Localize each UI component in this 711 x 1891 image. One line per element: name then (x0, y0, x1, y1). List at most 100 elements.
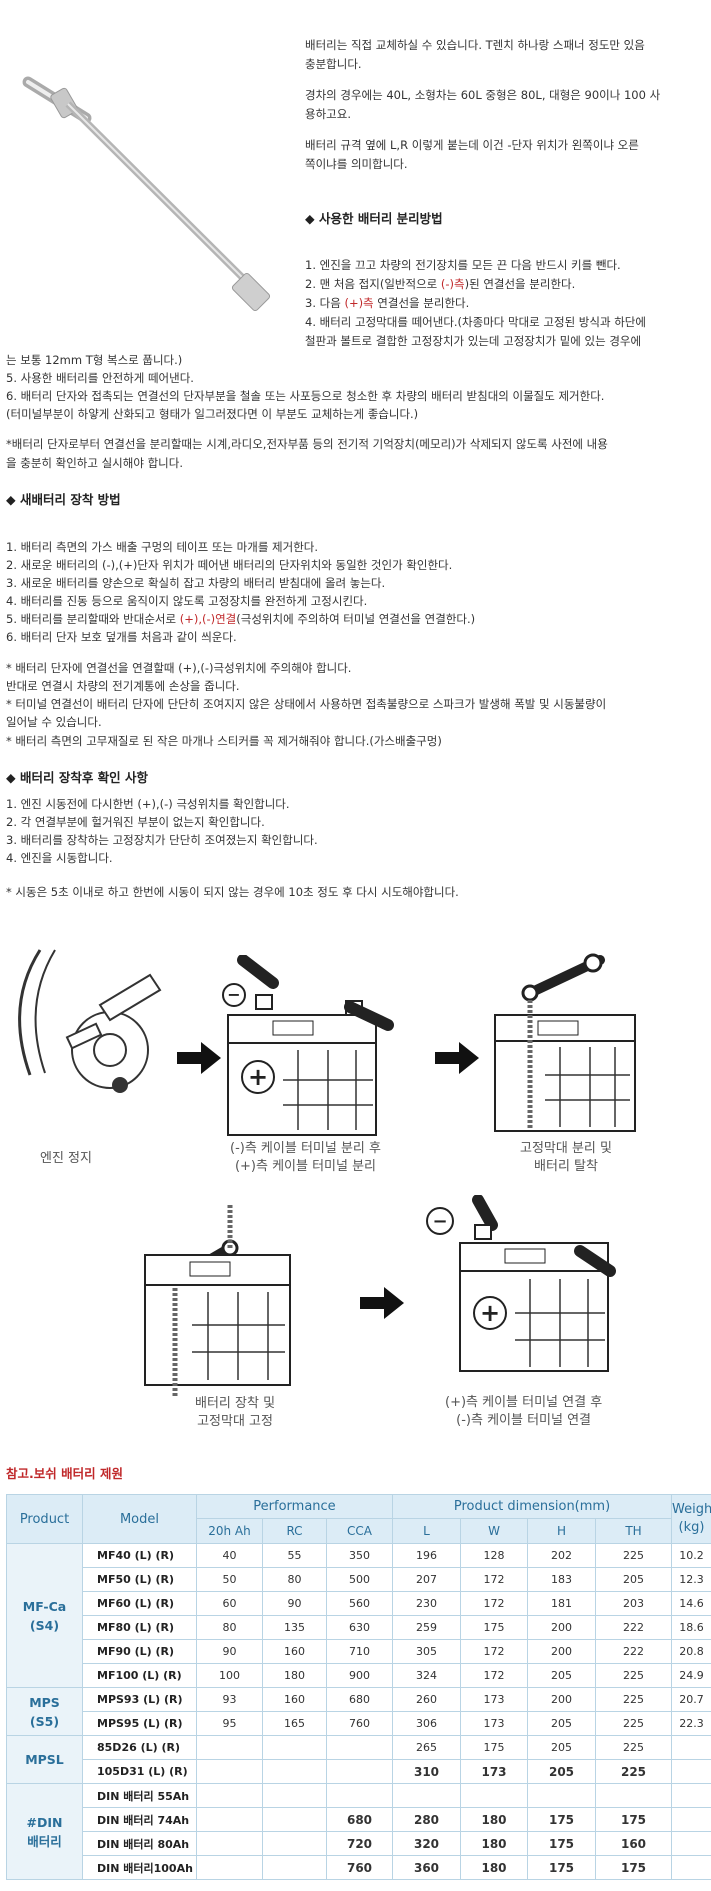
removal-note: *배터리 단자로부터 연결선을 분리할때는 시계,라디오,전자부품 등의 전기적… (6, 437, 608, 451)
header-model: Model (82, 1494, 197, 1544)
removal-note-cont: 을 충분히 확인하고 실시해야 합니다. (6, 456, 183, 470)
model-cell: MF80 (L) (R) (82, 1615, 197, 1640)
value-cell (196, 1783, 263, 1808)
value-cell: 760 (326, 1855, 393, 1880)
check-step-1: 1. 엔진 시동전에 다시한번 (+),(-) 극성위치를 확인합니다. (6, 797, 290, 811)
value-cell: 12.3 (671, 1567, 711, 1592)
value-cell (262, 1783, 327, 1808)
diagram-caption-connect: (+)측 케이블 터미널 연결 후(-)측 케이블 터미널 연결 (445, 1395, 603, 1428)
model-cell: MPS95 (L) (R) (82, 1711, 197, 1736)
check-heading: ◆ 배터리 장착후 확인 사항 (6, 770, 149, 785)
value-cell: 22.3 (671, 1711, 711, 1736)
value-cell: 500 (326, 1567, 393, 1592)
value-cell: 18.6 (671, 1615, 711, 1640)
value-cell: 55 (262, 1543, 327, 1568)
value-cell: 50 (196, 1567, 263, 1592)
value-cell (262, 1807, 327, 1832)
battery-illustration-disconnect: − + (222, 955, 394, 1136)
value-cell: 175 (460, 1735, 528, 1760)
value-cell: 93 (196, 1687, 263, 1712)
value-cell: 225 (595, 1711, 672, 1736)
intro-paragraph-2: 경차의 경우에는 40L, 소형차는 60L 중형은 80L, 대형은 90이나… (305, 88, 661, 121)
value-cell: 180 (262, 1663, 327, 1688)
value-cell (262, 1759, 327, 1784)
svg-text:−: − (227, 985, 240, 1004)
value-cell: 280 (392, 1807, 461, 1832)
value-cell: 225 (595, 1735, 672, 1760)
model-cell: DIN 배터리 74Ah (82, 1807, 197, 1832)
table-header-row: Product Model Performance Product dimens… (6, 1494, 711, 1544)
value-cell: 128 (460, 1543, 528, 1568)
value-cell: 173 (460, 1711, 528, 1736)
model-cell: MPS93 (L) (R) (82, 1687, 197, 1712)
value-cell: 225 (595, 1543, 672, 1568)
value-cell (262, 1855, 327, 1880)
value-cell: 90 (196, 1639, 263, 1664)
svg-text:+: + (248, 1063, 268, 1091)
model-cell: MF60 (L) (R) (82, 1591, 197, 1616)
subheader-ah: 20h Ah (196, 1518, 263, 1544)
value-cell: 205 (527, 1711, 596, 1736)
model-cell: MF90 (L) (R) (82, 1639, 197, 1664)
battery-illustration-remove (494, 953, 636, 1132)
value-cell: 172 (460, 1663, 528, 1688)
install-step-6: 6. 배터리 단자 보호 덮개를 처음과 같이 씌운다. (6, 630, 237, 644)
subheader-cca: CCA (326, 1518, 393, 1544)
install-note-1-cont: 반대로 연결시 차량의 전기계통에 손상을 줍니다. (6, 679, 240, 693)
value-cell: 24.9 (671, 1663, 711, 1688)
value-cell: 175 (527, 1807, 596, 1832)
value-cell (262, 1735, 327, 1760)
header-weight: Weigh(kg) (671, 1494, 711, 1544)
removal-step-6-note: (터미널부분이 하얗게 산화되고 형태가 일그러졌다면 이 부분도 교체하는게 … (6, 407, 419, 421)
value-cell (527, 1783, 596, 1808)
header-performance: Performance (196, 1494, 393, 1519)
install-step-4: 4. 배터리를 진동 등으로 움직이지 않도록 고정장치를 완전하게 고정시킨다… (6, 594, 368, 608)
install-note-2-cont: 일어날 수 있습니다. (6, 715, 102, 729)
value-cell (196, 1831, 263, 1856)
header-dimension: Product dimension(mm) (392, 1494, 672, 1519)
install-note-3: * 배터리 측면의 고무재질로 된 작은 마개나 스티커를 꼭 제거해줘야 합니… (6, 734, 442, 748)
value-cell: 900 (326, 1663, 393, 1688)
install-note-1: * 배터리 단자에 연결선을 연결할때 (+),(-)극성위치에 주의해야 합니… (6, 661, 352, 675)
value-cell: 160 (262, 1639, 327, 1664)
value-cell: 20.7 (671, 1687, 711, 1712)
value-cell: 200 (527, 1687, 596, 1712)
value-cell (196, 1855, 263, 1880)
value-cell: 205 (527, 1663, 596, 1688)
value-cell: 80 (262, 1567, 327, 1592)
model-cell: MF50 (L) (R) (82, 1567, 197, 1592)
t-wrench-illustration (22, 76, 271, 312)
svg-text:+: + (480, 1299, 500, 1327)
model-cell: 105D31 (L) (R) (82, 1759, 197, 1784)
removal-step-4-cont: 는 보통 12mm T형 복스로 풉니다.) (6, 353, 183, 367)
value-cell: 225 (595, 1663, 672, 1688)
removal-heading: ◆ 사용한 배터리 분리방법 (305, 211, 443, 226)
value-cell (671, 1855, 711, 1880)
value-cell: 360 (392, 1855, 461, 1880)
value-cell: 265 (392, 1735, 461, 1760)
check-note: * 시동은 5초 이내로 하고 한번에 시동이 되지 않는 경우에 10초 정도… (6, 885, 459, 899)
removal-step-6: 6. 배터리 단자와 접촉되는 연결선의 단자부분을 철솔 또는 사포등으로 청… (6, 389, 605, 403)
check-step-4: 4. 엔진을 시동합니다. (6, 851, 113, 865)
arrow-right-icon (177, 1042, 221, 1074)
value-cell: 181 (527, 1591, 596, 1616)
value-cell: 560 (326, 1591, 393, 1616)
value-cell: 10.2 (671, 1543, 711, 1568)
value-cell: 202 (527, 1543, 596, 1568)
value-cell: 173 (460, 1687, 528, 1712)
value-cell (196, 1759, 263, 1784)
value-cell: 175 (595, 1855, 672, 1880)
group-mf-ca: MF-Ca(S4) (6, 1543, 83, 1688)
subheader-w: W (460, 1518, 528, 1544)
value-cell: 100 (196, 1663, 263, 1688)
value-cell: 205 (527, 1735, 596, 1760)
table-subheader-row: 20h Ah RC CCA L W H TH (7, 1518, 711, 1544)
intro-paragraph-3: 배터리 규격 옆에 L,R 이렇게 붙는데 이건 -단자 위치가 왼쪽이냐 오른… (305, 138, 639, 171)
